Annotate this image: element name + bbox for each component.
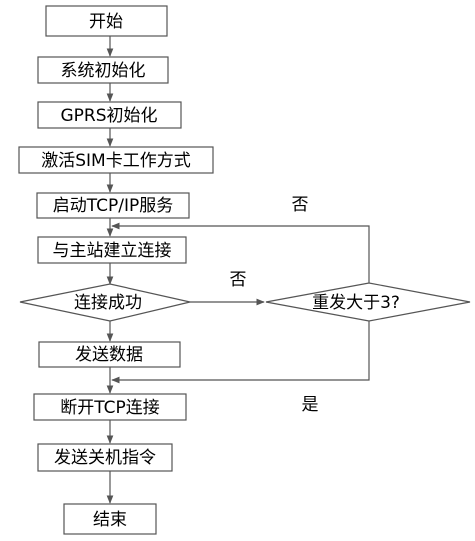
node-activate-sim-label: 激活SIM卡工作方式 xyxy=(41,151,190,171)
node-activate-sim xyxy=(18,146,214,174)
edge-label-retry-yes: 是 xyxy=(302,395,319,415)
node-disconnect xyxy=(33,393,187,421)
node-connect-ok-label: 连接成功 xyxy=(74,293,142,313)
node-connect-ok xyxy=(19,283,191,322)
node-send-shutdown xyxy=(37,443,173,472)
edge-label-retry-no: 否 xyxy=(292,195,309,215)
node-sys-init xyxy=(37,56,169,84)
node-retry-check xyxy=(265,282,471,322)
node-tcp-service xyxy=(36,192,190,219)
node-tcp-service-label: 启动TCP/IP服务 xyxy=(53,196,174,216)
connector-retry-yes xyxy=(111,321,370,384)
node-gprs-init-label: GPRS初始化 xyxy=(60,106,157,126)
node-gprs-init xyxy=(37,101,182,129)
node-send-data xyxy=(38,341,181,368)
node-sys-init-label: 系统初始化 xyxy=(61,61,146,81)
node-start-label: 开始 xyxy=(89,12,123,32)
node-send-shutdown-label: 发送关机指令 xyxy=(54,448,156,468)
connector-retry-no-loop xyxy=(111,222,370,283)
node-connect-master-label: 与主站建立连接 xyxy=(53,241,172,261)
node-retry-check-label: 重发大于3? xyxy=(312,293,400,313)
node-end-label: 结束 xyxy=(93,510,127,530)
node-connect-master xyxy=(37,236,187,264)
node-end xyxy=(63,503,157,535)
node-start xyxy=(45,5,168,37)
node-disconnect-label: 断开TCP连接 xyxy=(60,398,160,418)
edge-label-connect-fail-no: 否 xyxy=(230,270,247,290)
node-send-data-label: 发送数据 xyxy=(75,345,143,365)
